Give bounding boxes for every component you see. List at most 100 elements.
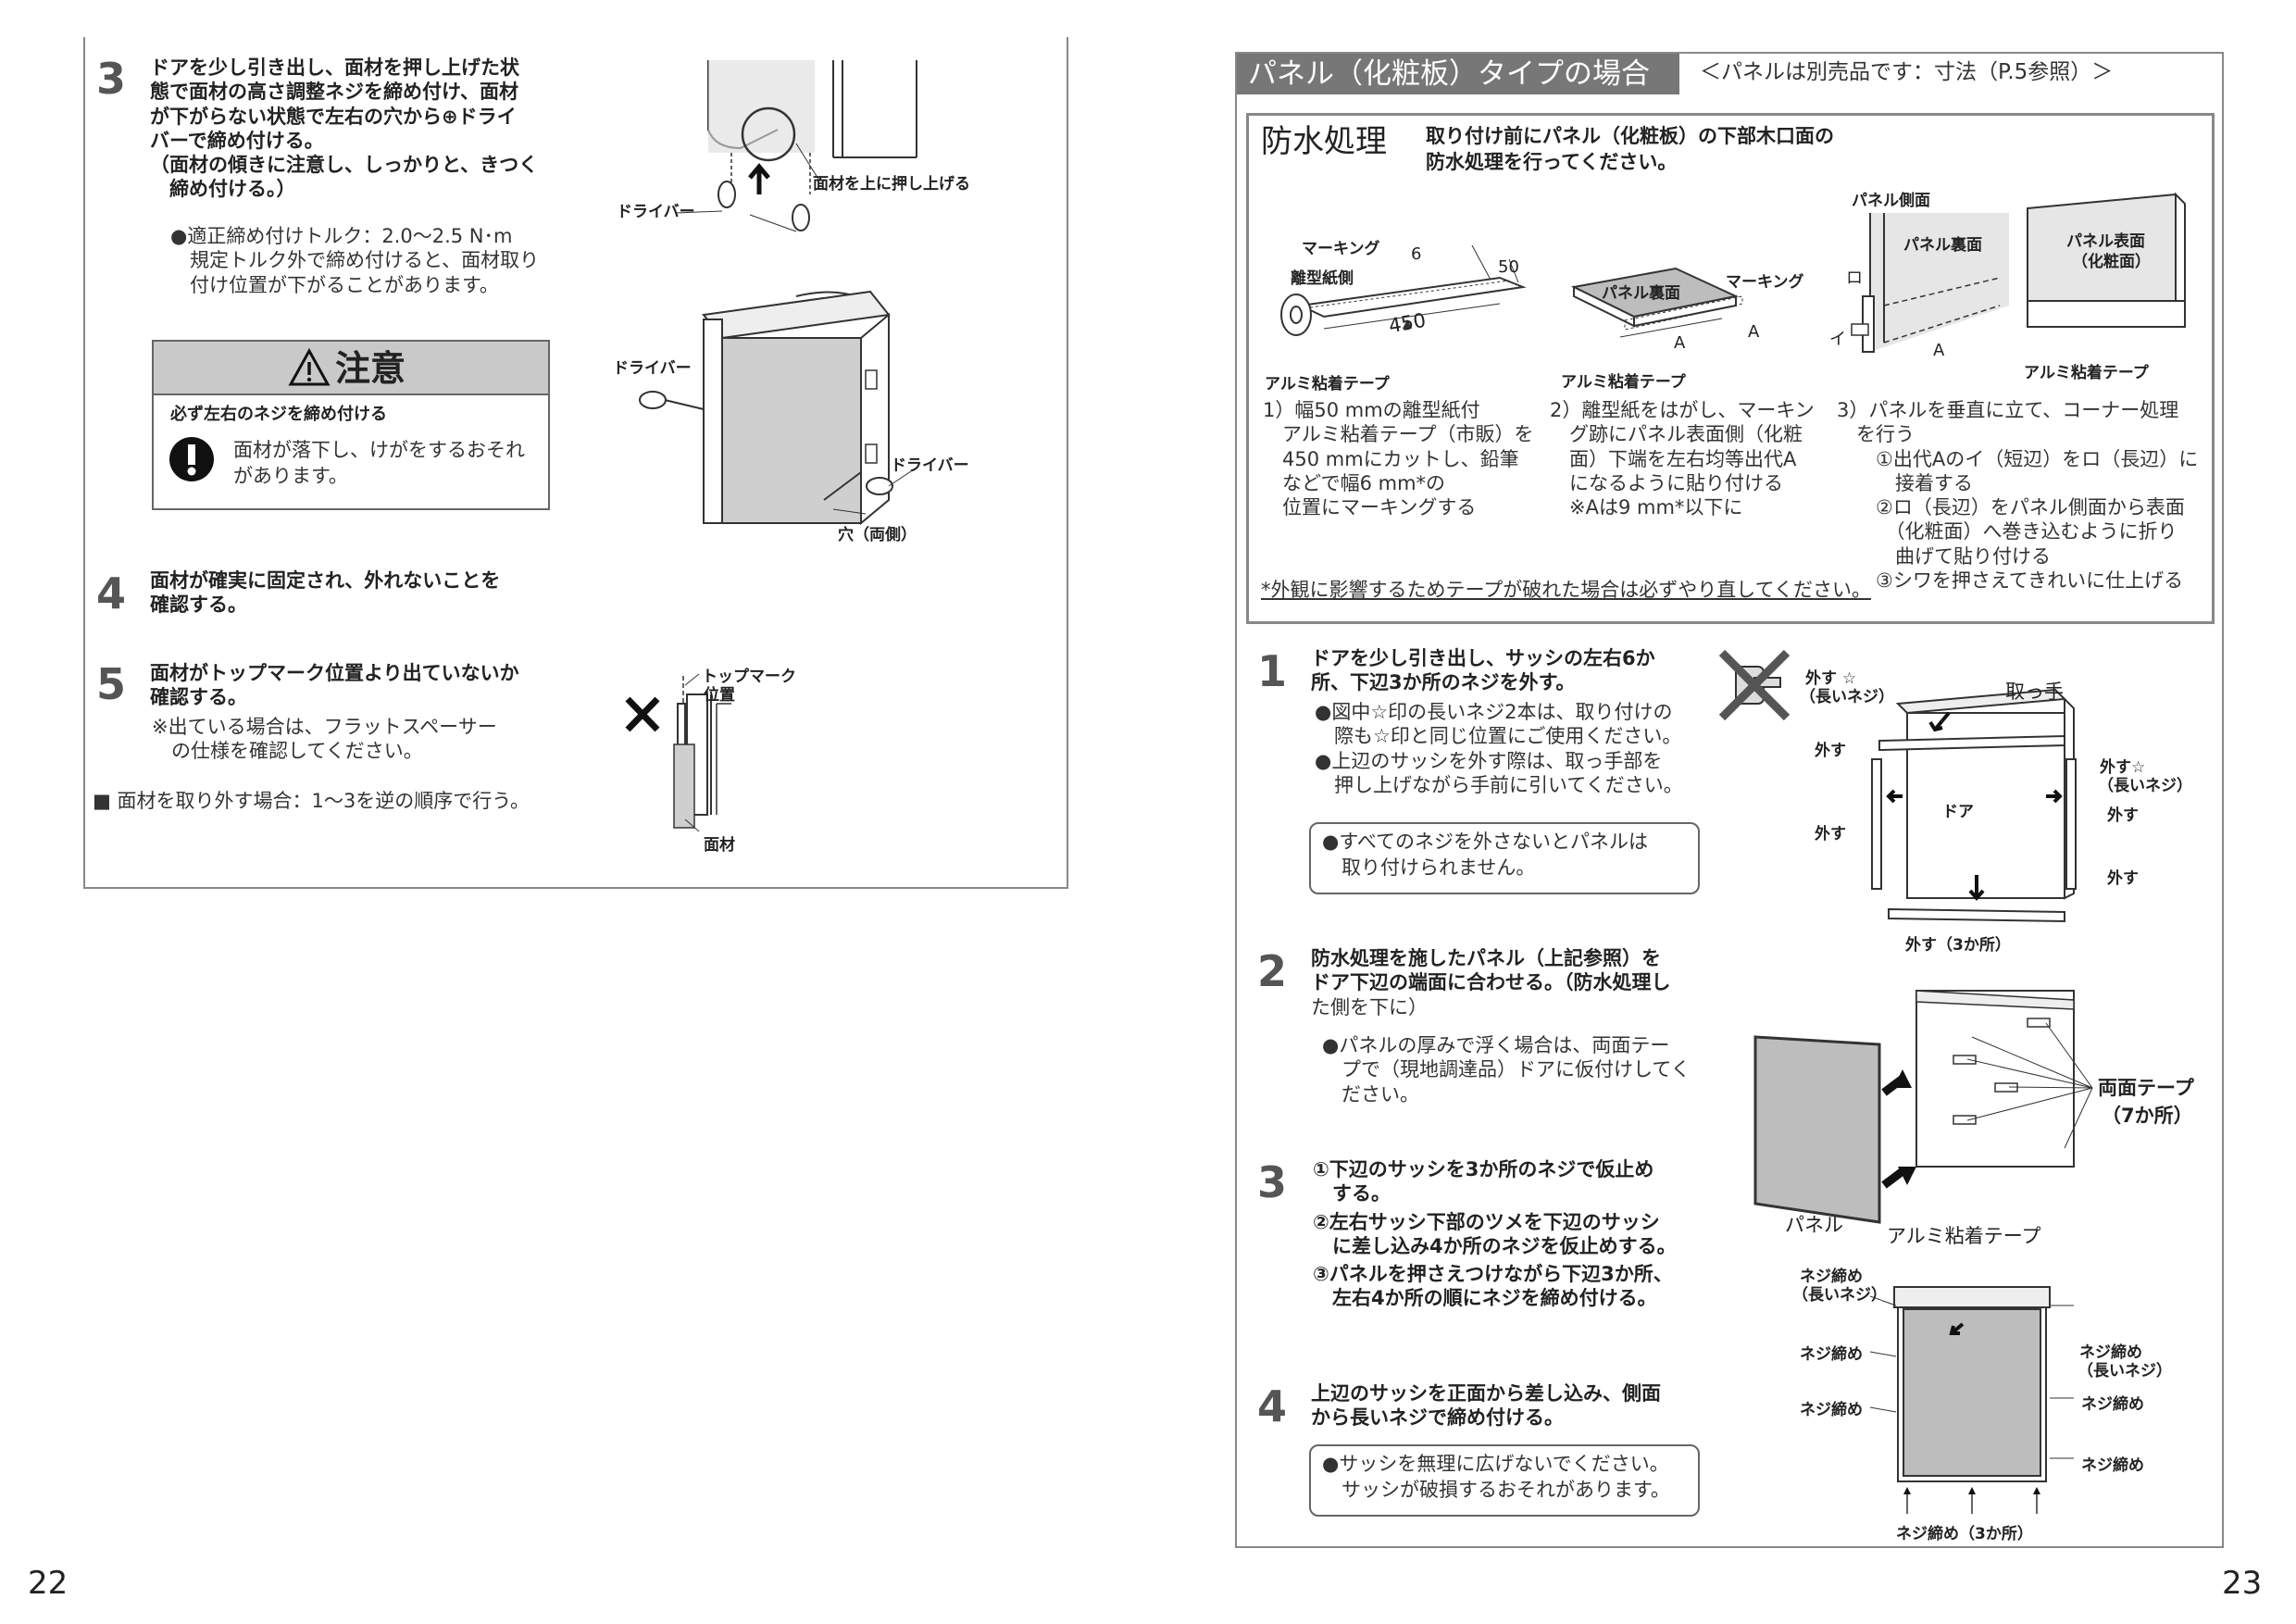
text-line: ドアを少し引き出し、サッシの左右6か bbox=[1311, 647, 1655, 669]
fig-label: 外す bbox=[2107, 806, 2139, 825]
panel-back-illustration bbox=[1570, 267, 1743, 338]
text-line: の仕様を確認してください。 bbox=[152, 740, 423, 763]
screw-adjust-illustration bbox=[675, 60, 917, 232]
text-line: アルミ粘着テープ（市販）を bbox=[1263, 423, 1534, 446]
fig-label: 両面テープ bbox=[2098, 1077, 2194, 1099]
fig-label: ネジ締め（3か所） bbox=[1896, 1525, 2033, 1543]
waterproof-col1: 1）幅50 mmの離型紙付 アルミ粘着テープ（市販）を 450 mmにカットし、… bbox=[1263, 398, 1534, 519]
text-line: 防水処理を施したパネル（上記参照）を bbox=[1311, 947, 1661, 969]
fig-label: 取っ手 bbox=[2005, 681, 2064, 703]
step-number: 3 bbox=[96, 54, 127, 104]
fig-label: パネル裏面 bbox=[1602, 284, 1680, 303]
text-line: などで幅6 mm*の bbox=[1263, 471, 1446, 494]
fig-label: アルミ粘着テープ bbox=[2024, 364, 2149, 382]
step-number: 4 bbox=[1257, 1381, 1288, 1431]
notice-line: サッシが破損するおそれがあります。 bbox=[1322, 1479, 1670, 1501]
notice-line: ●サッシを無理に広げないでください。 bbox=[1322, 1453, 1669, 1475]
text-line: 面）下端を左右均等出代A bbox=[1550, 447, 1797, 470]
fig-label: 外す bbox=[1815, 742, 1846, 760]
fig-label: ドライバー bbox=[613, 359, 692, 378]
fig-label: パネル側面 bbox=[1852, 192, 1930, 210]
text-line: 確認する。 bbox=[150, 593, 247, 617]
text-line: ①出代Aのイ（短辺）をロ（長辺）に bbox=[1837, 447, 2199, 470]
door-sash-exploded-illustration bbox=[1871, 688, 2077, 923]
caution-line: 面材が落下し、けがをするおそれ bbox=[233, 439, 525, 461]
fig-label: 位置 bbox=[704, 686, 735, 705]
text-line: （化粧面）へ巻き込むように折り bbox=[1837, 520, 2177, 543]
text-line: ②ロ（長辺）をパネル側面から表面 bbox=[1837, 496, 2185, 518]
fig-label: ネジ締め bbox=[2079, 1343, 2142, 1362]
fig-label: A bbox=[1933, 341, 1945, 360]
fig-label: マーキング bbox=[1302, 240, 1380, 258]
fig-label: （長いネジ） bbox=[2078, 1362, 2172, 1380]
text-line: 450 mmにカットし、鉛筆 bbox=[1263, 447, 1519, 470]
fig-label: 外す bbox=[2107, 869, 2139, 888]
fig-label: A bbox=[1674, 333, 1686, 353]
screw-tighten-illustration bbox=[1869, 1286, 2074, 1514]
text-line: する。 bbox=[1313, 1182, 1391, 1206]
waterproof-box bbox=[1246, 113, 2215, 624]
page-number: 23 bbox=[2222, 1565, 2263, 1602]
remove-note: ■ 面材を取り外す場合：1〜3を逆の順序で行う。 bbox=[93, 790, 530, 812]
fig-label: 面材を上に押し上げる bbox=[813, 175, 970, 194]
r-step1-notice-box bbox=[1309, 822, 1700, 894]
text-line: 1）幅50 mmの離型紙付 bbox=[1263, 399, 1480, 421]
text-line: 際も☆印と同じ位置にご使用ください。 bbox=[1315, 725, 1682, 748]
step4-text: 面材が確実に固定され、外れないことを 確認する。 bbox=[150, 568, 500, 618]
fig-label: ドア bbox=[1942, 803, 1974, 821]
text-line: 規定トルク外で締め付けると、面材取り bbox=[170, 249, 540, 272]
fig-label: 外す（3か所） bbox=[1905, 936, 2011, 955]
r-step2-bullets: ●パネルの厚みで浮く場合は、両面テー プで（現地調達品）ドアに仮付けしてく ださ… bbox=[1322, 1033, 1691, 1106]
step-number: 5 bbox=[96, 659, 127, 709]
text-line: バーで締め付ける。 bbox=[150, 129, 324, 152]
caution-title: 注意 bbox=[335, 348, 406, 389]
waterproof-title: 防水処理 bbox=[1261, 123, 1387, 160]
text-line: 2）離型紙をはがし、マーキン bbox=[1550, 399, 1815, 421]
corner-treatment-illustration bbox=[1851, 192, 2186, 353]
text-line: 接着する bbox=[1837, 471, 1973, 494]
text-line: 押し上げながら手前に引いてください。 bbox=[1315, 773, 1683, 796]
waterproof-col2: 2）離型紙をはがし、マーキン グ跡にパネル表面側（化粧 面）下端を左右均等出代A… bbox=[1550, 398, 1815, 519]
fig-label: （7か所） bbox=[2102, 1105, 2193, 1127]
text-line: ●適正締め付けトルク：2.0〜2.5 N･m bbox=[170, 225, 513, 247]
text-line: ださい。 bbox=[1322, 1082, 1419, 1106]
text-line: ※Aは9 mm*以下に bbox=[1550, 496, 1743, 518]
text-line: ③パネルを押さえつけながら下辺3か所、 bbox=[1313, 1263, 1673, 1285]
caution-header: 注意 bbox=[154, 342, 548, 395]
step-number: 2 bbox=[1257, 946, 1288, 996]
notice-line: 取り付けられません。 bbox=[1322, 856, 1536, 879]
fig-label: （長いネジ） bbox=[2098, 777, 2192, 795]
waterproof-col3: 3）パネルを垂直に立て、コーナー処理 を行う ①出代Aのイ（短辺）をロ（長辺）に… bbox=[1837, 398, 2198, 593]
section-note: ＜パネルは別売品です：寸法（P.5参照）＞ bbox=[1700, 60, 2114, 84]
r-step4-text: 上辺のサッシを正面から差し込み、側面 から長いネジで締め付ける。 bbox=[1311, 1381, 1661, 1430]
text-line: 所、下辺3か所のネジを外す。 bbox=[1311, 671, 1576, 694]
section-title: パネル（化粧板）タイプの場合 bbox=[1248, 57, 1650, 91]
warning-triangle-icon bbox=[288, 347, 331, 386]
fig-label: 6 bbox=[1411, 244, 1422, 264]
panel-attach-illustration bbox=[1753, 990, 2093, 1224]
fig-label: 外す☆ bbox=[2100, 758, 2146, 777]
fig-label: 外す bbox=[1815, 825, 1846, 843]
step-number: 1 bbox=[1257, 646, 1288, 696]
waterproof-desc: 防水処理を行ってください。 bbox=[1426, 151, 1678, 173]
text-line: グ跡にパネル表面側（化粧 bbox=[1550, 423, 1803, 446]
fig-label: 外す ☆ bbox=[1805, 669, 1857, 688]
step5-note: ※出ている場合は、フラットスペーサー の仕様を確認してください。 bbox=[152, 715, 497, 764]
fig-label: イ bbox=[1829, 330, 1846, 349]
text-line: ①下辺のサッシを3か所のネジで仮止め bbox=[1313, 1158, 1654, 1181]
text-line: が下がらない状態で左右の穴から⊕ドライ bbox=[150, 105, 517, 128]
step3-text: ドアを少し引き出し、面材を押し上げた状 態で面材の高さ調整ネジを締め付け、面材 … bbox=[150, 56, 538, 202]
mandatory-icon bbox=[169, 437, 214, 481]
text-line: 面材がトップマーク位置より出ていないか bbox=[150, 662, 519, 684]
fig-label: ロ bbox=[1846, 269, 1863, 288]
caution-line: 必ず左右のネジを締め付ける bbox=[170, 405, 387, 424]
dishwasher-illustration bbox=[639, 290, 917, 526]
text-line: ※出ている場合は、フラットスペーサー bbox=[152, 716, 497, 738]
fig-label: アルミ粘着テープ bbox=[1265, 375, 1390, 394]
fig-label: 50 bbox=[1498, 257, 1519, 277]
r-step2-text: 防水処理を施したパネル（上記参照）を ドア下辺の端面に合わせる。（防水処理し た… bbox=[1311, 946, 1671, 1019]
waterproof-footnote: *外観に影響するためテープが破れた場合は必ずやり直してください。 bbox=[1261, 579, 1871, 601]
fig-label: A bbox=[1748, 322, 1760, 342]
notice-line: ●すべてのネジを外さないとパネルは bbox=[1322, 831, 1649, 853]
r-step4-notice-box bbox=[1309, 1444, 1700, 1517]
